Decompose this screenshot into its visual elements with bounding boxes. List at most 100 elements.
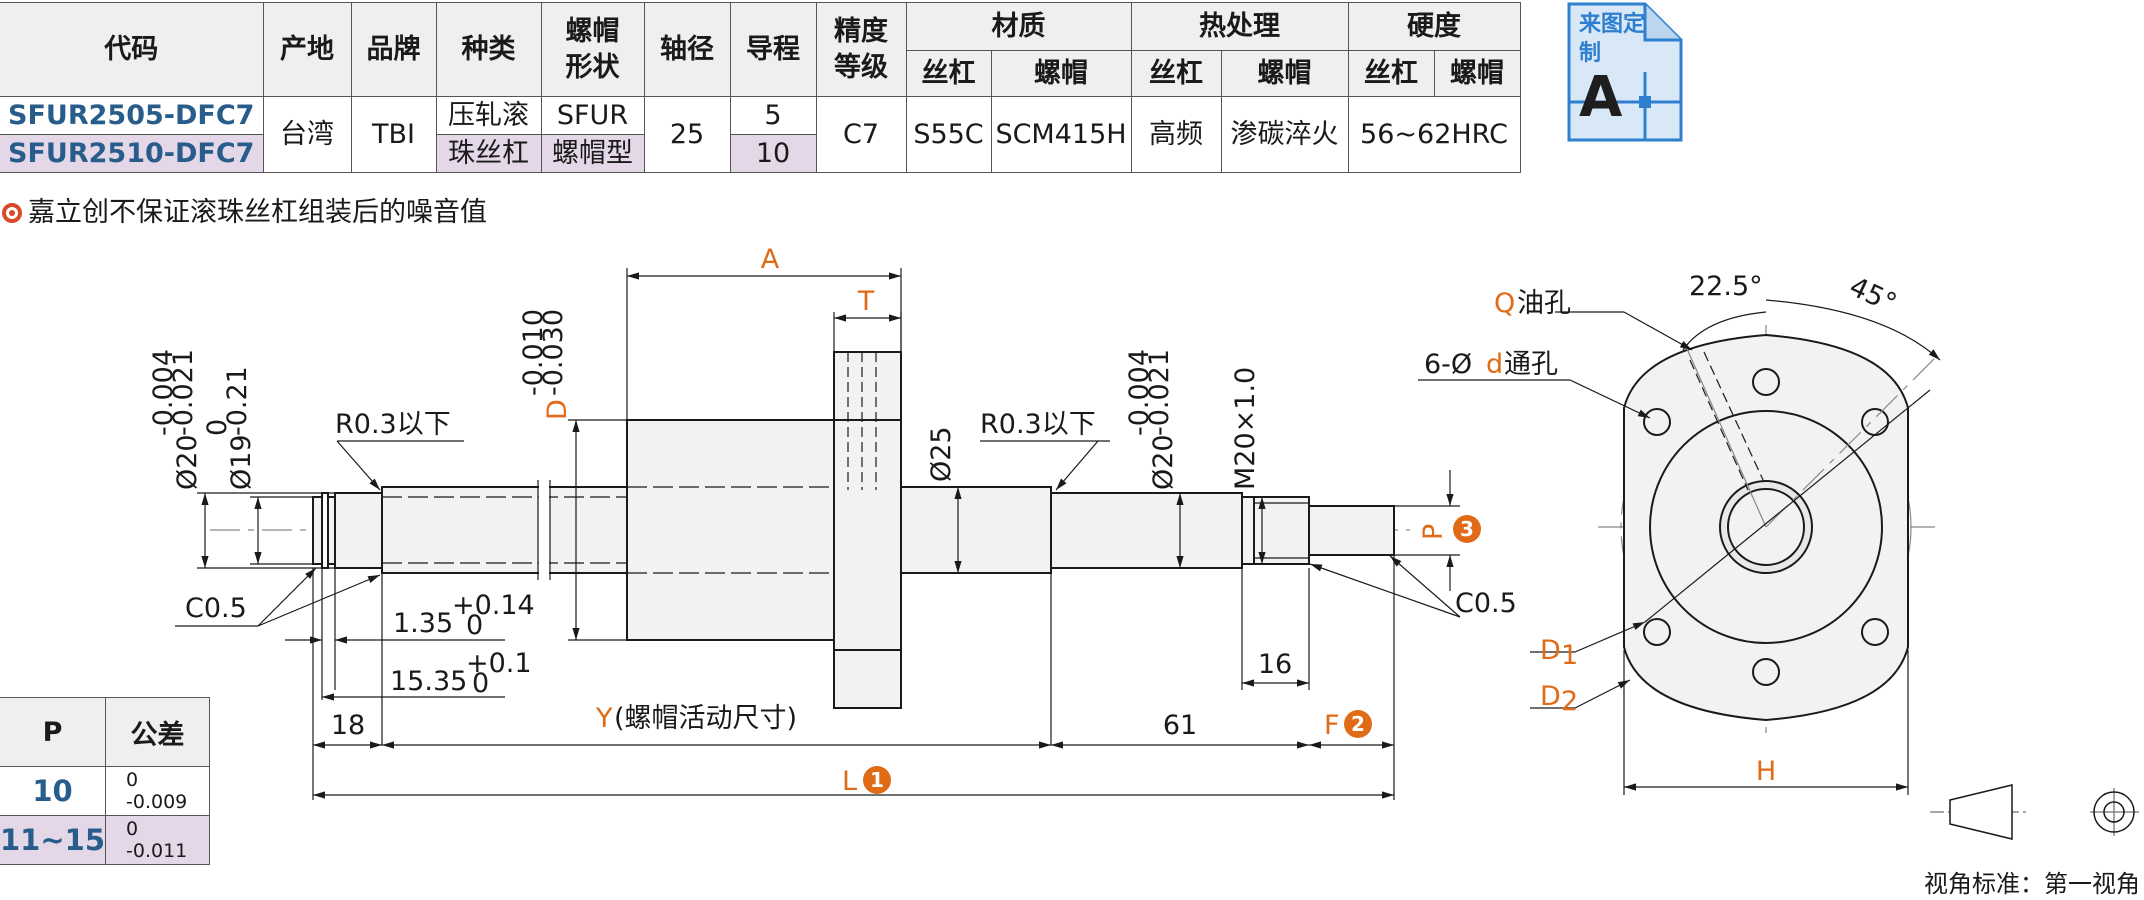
header-type: 种类 (435, 2, 542, 97)
label-D: D (542, 399, 573, 420)
label-P: P (1418, 524, 1449, 540)
label-dim1535-tol-upper: +0.1 (466, 648, 532, 679)
label-D-group: D -0.010 -0.030 (518, 309, 573, 420)
cell-heat-nut: 渗碳淬火 (1220, 96, 1349, 173)
cell-origin: 台湾 (262, 96, 352, 173)
badge-letter: A (1579, 65, 1623, 130)
label-dim18: 18 (331, 710, 365, 741)
cell-type-line1: 压轧滚 (435, 96, 542, 135)
cell-nut-shape-line1: SFUR (540, 96, 645, 135)
label-L: L (842, 766, 857, 797)
label-dia25: Ø25 (926, 426, 957, 482)
label-dim135-tol-lower: 0 (466, 610, 483, 641)
label-dia19-group: Ø19 0 -0.21 (202, 366, 257, 490)
shaft-end-right (1308, 505, 1395, 556)
marker-1: 1 (870, 768, 884, 792)
label-dim16: 16 (1258, 649, 1292, 680)
label-dia20-left: Ø20 (172, 434, 203, 490)
label-dia20-right-group: Ø20 -0.004 -0.021 (1124, 349, 1179, 490)
label-c05-left: C0.5 (185, 593, 247, 624)
label-dim135: 1.35 (393, 608, 453, 639)
header-material-nut: 螺帽 (990, 50, 1132, 97)
cell-lead: 10 (729, 134, 817, 173)
tolerance-row-p: 11~15 (0, 815, 107, 865)
flange-front-view (1598, 325, 1935, 735)
tolerance-table: P 公差 10 0 -0.009 11~15 0 -0.011 (0, 697, 211, 865)
label-D1: D (1540, 635, 1561, 666)
label-D2: D (1540, 681, 1561, 712)
label-D1-sub: 1 (1561, 640, 1578, 671)
shaft-journal-right (1050, 492, 1243, 569)
label-dim1535-tol-lower: 0 (472, 668, 489, 699)
tolerance-lower: -0.009 (126, 791, 188, 813)
marker-2: 2 (1351, 712, 1365, 736)
header-brand: 品牌 (350, 2, 437, 97)
label-dia20-right: Ø20 (1148, 434, 1179, 490)
label-A: A (761, 244, 780, 275)
label-Q: Q (1494, 288, 1515, 319)
header-hardness-screw: 丝杠 (1347, 50, 1435, 97)
notice-text: 嘉立创不保证滚珠丝杠组装后的噪音值 (28, 197, 487, 228)
label-Y-desc: (螺帽活动尺寸) (614, 703, 797, 734)
label-dia20-left-group: Ø20 -0.004 -0.021 (148, 349, 203, 490)
cell-lead: 5 (729, 96, 817, 135)
label-Y: Y (595, 703, 613, 734)
notice: 嘉立创不保证滚珠丝杠组装后的噪音值 (0, 196, 487, 230)
flange-dimension-lines (1418, 299, 1941, 795)
custom-drawing-badge[interactable]: 来图定制 A (1567, 2, 1683, 142)
label-dia20-right-tol-upper: -0.004 (1124, 349, 1155, 436)
tolerance-upper: 0 (126, 818, 139, 840)
label-r-left: R0.3以下 (335, 409, 451, 440)
label-m20-group: M20×1.0 (1230, 367, 1261, 490)
cell-nut-shape-line2: 螺帽型 (540, 134, 645, 173)
tolerance-row-value: 0 -0.009 (105, 766, 211, 816)
tolerance-header-tol: 公差 (105, 697, 211, 767)
document-icon (1567, 2, 1683, 142)
label-r-right: R0.3以下 (980, 409, 1096, 440)
marker-3-icon (1453, 515, 1481, 543)
header-hardness-nut: 螺帽 (1433, 50, 1521, 97)
label-P-group: P (1418, 524, 1449, 540)
label-T: T (857, 286, 875, 317)
label-D-tol-lower: -0.030 (538, 309, 569, 396)
label-Q-desc: 油孔 (1517, 288, 1571, 319)
projection-symbol-icon (1930, 784, 2139, 840)
header-lead: 导程 (729, 2, 817, 97)
badge-text: 来图定制 (1579, 12, 1646, 66)
shaft-thread-right (900, 486, 1052, 574)
projection-standard: 视角标准：第一视角 (1924, 870, 2140, 898)
shaft-groove (1241, 496, 1255, 565)
label-holes-desc: 通孔 (1504, 349, 1558, 380)
label-angle-45: 45° (1845, 271, 1901, 319)
label-dia19-tol-upper: 0 (202, 419, 233, 436)
cell-material-screw: S55C (905, 96, 992, 173)
tolerance-upper: 0 (126, 769, 139, 791)
label-dim135-tol-upper: +0.14 (452, 590, 535, 621)
spec-table: 代码 产地 品牌 种类 螺帽形状 轴径 导程 精度等级 材质 热处理 硬度 丝杠… (0, 2, 1521, 173)
cell-shaft-dia: 25 (643, 96, 731, 173)
tolerance-lower: -0.011 (126, 840, 188, 862)
marker-1-icon (863, 766, 891, 794)
label-dim1535: 15.35 (390, 666, 467, 697)
nut-flange (833, 351, 902, 709)
marker-2-icon (1344, 710, 1372, 738)
label-holes-d: d (1486, 349, 1503, 380)
label-angle-225: 22.5° (1689, 271, 1763, 302)
label-dia19-tol-lower: -0.21 (222, 366, 253, 436)
label-dia20-left-tol-lower: -0.021 (168, 349, 199, 436)
bolt-holes (1643, 368, 1889, 686)
table-row-code: SFUR2505-DFC7 (0, 96, 264, 135)
label-dim61: 61 (1163, 710, 1197, 741)
cell-accuracy: C7 (815, 96, 907, 173)
shaft-thread (381, 486, 628, 574)
marker-3: 3 (1460, 517, 1474, 541)
tolerance-row-value: 0 -0.011 (105, 815, 211, 865)
header-heat-treatment: 热处理 (1130, 2, 1349, 51)
nut-body (626, 419, 835, 641)
label-H: H (1756, 756, 1776, 787)
dimension-lines (175, 268, 1461, 800)
header-code: 代码 (0, 2, 264, 97)
label-F: F (1324, 710, 1340, 741)
label-c05-right: C0.5 (1455, 588, 1517, 619)
label-dia20-right-tol-lower: -0.021 (1144, 349, 1175, 436)
